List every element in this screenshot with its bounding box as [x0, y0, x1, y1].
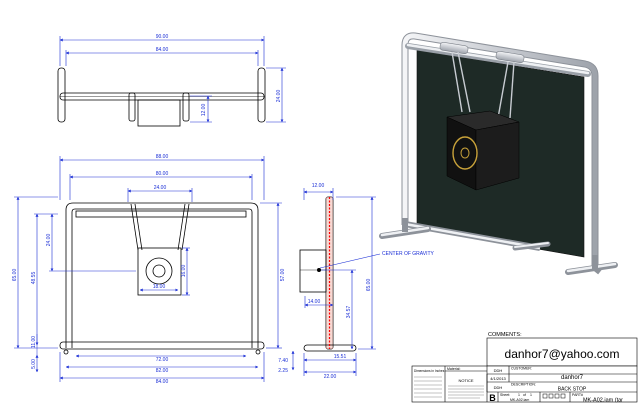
front-dim-foot-height: 5.00	[31, 359, 37, 369]
description-value: BACK STOP	[558, 387, 587, 393]
top-view	[57, 67, 266, 127]
model-by: DDH	[494, 385, 503, 390]
top-dim-depth: 24.00	[276, 90, 282, 103]
side-dim-box-offset: 14.00	[308, 299, 321, 305]
title-block	[411, 337, 638, 403]
material-label: Material:	[447, 367, 460, 371]
part-number: MK-A02.iam (tar	[583, 398, 623, 404]
sheet-of-label: of	[523, 393, 526, 397]
front-dim-box-height: 16.00	[181, 265, 187, 278]
front-dim-overall-height: 65.00	[12, 269, 18, 282]
front-dim-chain-height: 24.00	[46, 234, 52, 247]
side-dim-cog-height: 34.57	[346, 306, 352, 319]
top-dim-inner-width: 84.00	[156, 47, 169, 53]
top-view-dimensions	[59, 36, 286, 123]
front-view	[59, 202, 265, 355]
sheet-size: B	[489, 393, 496, 403]
notice-label: NOTICE	[458, 378, 473, 383]
front-dim-mid-bottom: 82.00	[156, 368, 169, 374]
comments-email: danhor7@yahoo.com	[505, 347, 620, 361]
front-dim-inner-width: 80.00	[156, 171, 169, 177]
title-block-icons	[542, 393, 566, 399]
top-dim-depth-small: 12.00	[201, 104, 207, 117]
side-view-dimensions	[291, 188, 381, 376]
side-dim-overall-height: 65.00	[366, 279, 372, 292]
notice-text-lines	[414, 376, 484, 399]
front-dim-overall-width: 88.00	[156, 154, 169, 160]
customer-label: CUSTOMER:	[511, 367, 532, 371]
sheet-total: 1	[530, 393, 532, 397]
side-dim-foot-length: 22.00	[324, 374, 337, 380]
front-dim-box-width: 18.00	[153, 284, 166, 290]
front-dim-inner-bottom: 72.00	[156, 357, 169, 363]
isometric-view	[379, 32, 618, 275]
side-view	[299, 196, 357, 352]
customer-name: danhor7	[561, 375, 584, 381]
front-dim-foot-offset: 11.00	[31, 336, 37, 348]
cog-label: CENTER OF GRAVITY	[382, 251, 435, 257]
file-name: MK-A02.iam	[510, 398, 529, 402]
side-dim-foot-height: 2.25	[278, 368, 288, 374]
front-dim-chain-spacing: 24.00	[154, 185, 167, 191]
side-dim-top-depth: 12.00	[312, 183, 325, 189]
sheet-number: 1	[518, 393, 520, 397]
front-view-dimensions	[14, 156, 282, 382]
front-dim-outer-bottom: 84.00	[156, 379, 169, 385]
side-dim-foot-offset: 7.40	[278, 358, 288, 364]
sheet-label: Sheet:	[500, 393, 510, 397]
front-dim-cog-height: 48.55	[31, 272, 37, 285]
part-label: PART#	[572, 393, 583, 397]
comments-label: COMMENTS:	[488, 332, 522, 338]
drawing-date: 4/1/2013	[490, 376, 506, 381]
drawn-by: DDH	[494, 368, 503, 373]
dims-label: Dimensions in Inches	[414, 369, 445, 373]
side-dim-foot-mid: 15.51	[334, 354, 347, 360]
front-dim-frame-height: 57.00	[280, 269, 286, 282]
top-dim-overall-width: 90.00	[156, 34, 169, 40]
description-label: DESCRIPTION:	[511, 383, 536, 387]
